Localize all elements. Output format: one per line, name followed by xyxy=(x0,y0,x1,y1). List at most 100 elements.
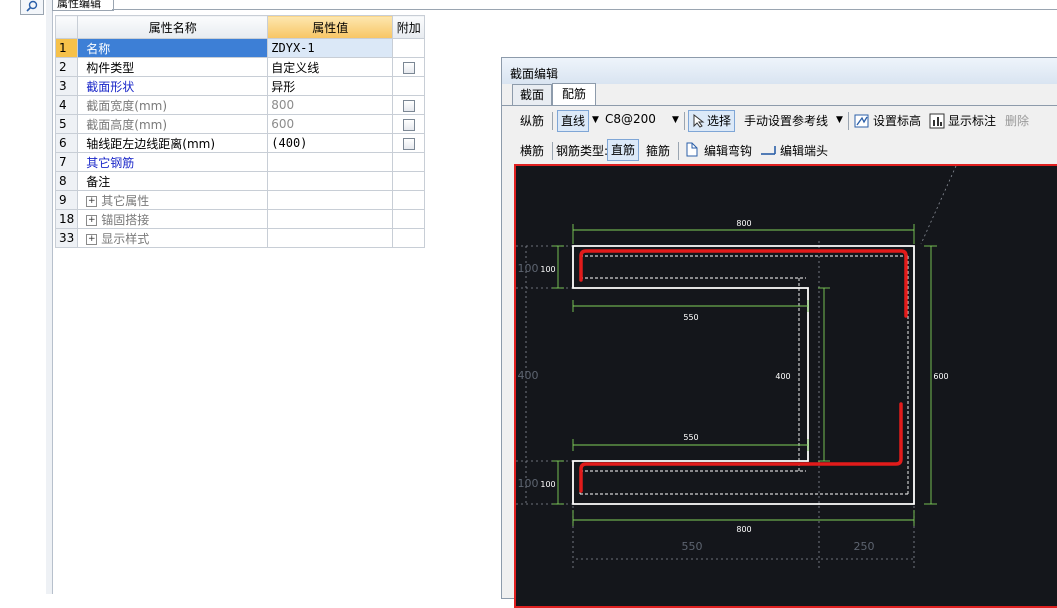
toolbar-rebar: 纵筋 直线 ▼ C8@200 ▼ 选择 手动设置参考线 ▼ 设置标高 显示标注 … xyxy=(506,108,1057,135)
extra-checkbox[interactable] xyxy=(402,137,415,150)
row-index: 4 xyxy=(54,95,79,115)
property-value[interactable]: 600 xyxy=(267,114,394,134)
section-editor-dialog: 截面编辑 截面 配筋 纵筋 直线 ▼ C8@200 ▼ 选择 手动设置参考线 ▼… xyxy=(501,57,1057,608)
property-value[interactable]: ZDYX-1 xyxy=(267,38,394,58)
property-name[interactable]: +显示样式 xyxy=(77,228,269,248)
extra-checkbox[interactable] xyxy=(402,61,415,74)
tab-property-editor[interactable]: 属性编辑 xyxy=(52,0,114,11)
ref-bottom-550: 550 xyxy=(682,540,703,553)
property-name[interactable]: 轴线距左边线距离(mm) xyxy=(77,133,269,153)
property-name[interactable]: 构件类型 xyxy=(77,57,269,77)
header-property-name: 属性名称 xyxy=(77,15,269,39)
property-name[interactable]: 名称 xyxy=(77,38,269,58)
splitter[interactable] xyxy=(46,0,53,594)
chevron-down-icon[interactable]: ▼ xyxy=(592,115,599,125)
stirrup-button[interactable]: 箍筋 xyxy=(646,144,671,158)
rebar-type-label: 钢筋类型: xyxy=(556,144,609,158)
rebar-spec-select[interactable]: C8@200 xyxy=(605,112,656,126)
longitudinal-rebar-button[interactable]: 纵筋 xyxy=(520,114,545,128)
dialog-title-bar[interactable]: 截面编辑 xyxy=(502,58,1057,84)
property-name[interactable]: +其它属性 xyxy=(77,190,269,210)
cursor-arrow-icon xyxy=(693,114,705,128)
tab-section[interactable]: 截面 xyxy=(512,84,552,105)
chevron-down-icon[interactable]: ▼ xyxy=(672,115,679,125)
dim-total-height: 600 xyxy=(933,372,948,381)
dim-bottom-width: 800 xyxy=(736,525,751,534)
edit-hook-icon xyxy=(686,142,698,157)
ref-left-100-top: 100 xyxy=(518,262,539,275)
property-name[interactable]: 截面宽度(mm) xyxy=(77,95,269,115)
row-index: 33 xyxy=(54,228,79,248)
tab-reinforcement[interactable]: 配筋 xyxy=(552,83,596,106)
property-name[interactable]: 其它钢筋 xyxy=(77,152,269,172)
expand-icon[interactable]: + xyxy=(86,233,98,245)
extra-cell xyxy=(392,57,426,77)
show-annotation-button[interactable]: 显示标注 xyxy=(948,114,997,128)
dim-top-width: 800 xyxy=(736,219,751,228)
dim-web-550-bottom: 550 xyxy=(683,433,698,442)
extra-checkbox[interactable] xyxy=(402,99,415,112)
search-button[interactable] xyxy=(20,0,44,15)
row-index: 7 xyxy=(54,152,79,172)
manual-reference-line-button[interactable]: 手动设置参考线 xyxy=(744,114,829,128)
property-value[interactable] xyxy=(267,152,394,172)
property-value[interactable] xyxy=(267,228,394,248)
expand-icon[interactable]: + xyxy=(86,214,98,226)
property-name[interactable]: +锚固搭接 xyxy=(77,209,269,229)
property-value[interactable]: 异形 xyxy=(267,76,394,96)
tab-property-editor-label: 属性编辑 xyxy=(57,0,101,10)
section-drawing-canvas[interactable]: 800 800 550 550 400 600 100 100 100 100 … xyxy=(514,164,1057,608)
rebar-guide-lines xyxy=(579,255,909,495)
row-index: 3 xyxy=(54,76,79,96)
tab-divider xyxy=(502,105,1057,106)
row-index: 5 xyxy=(54,114,79,134)
extra-cell xyxy=(392,38,426,58)
property-row[interactable]: 9+其它属性 xyxy=(54,190,426,210)
property-value[interactable] xyxy=(267,209,394,229)
expand-icon[interactable]: + xyxy=(86,195,98,207)
delete-button[interactable]: 删除 xyxy=(1005,114,1030,128)
extra-cell xyxy=(392,95,426,115)
property-value[interactable]: 自定义线 xyxy=(267,57,394,77)
edit-end-button[interactable]: 编辑端头 xyxy=(780,144,829,158)
select-button[interactable]: 选择 xyxy=(688,110,736,132)
property-row[interactable]: 18+锚固搭接 xyxy=(54,209,426,229)
dim-web-550-top: 550 xyxy=(683,313,698,322)
property-name[interactable]: 截面高度(mm) xyxy=(77,114,269,134)
edit-hook-button[interactable]: 编辑弯钩 xyxy=(704,144,753,158)
property-value[interactable] xyxy=(267,171,394,191)
toolbar-separator xyxy=(552,112,553,130)
property-name-label: 显示样式 xyxy=(101,231,150,246)
row-index: 2 xyxy=(54,57,79,77)
dim-flange-top: 100 xyxy=(540,265,555,274)
ref-left-100-bottom: 100 xyxy=(518,477,539,490)
property-value[interactable] xyxy=(267,190,394,210)
extra-checkbox[interactable] xyxy=(402,118,415,131)
line-mode-button[interactable]: 直线 xyxy=(557,110,590,132)
ref-left-400: 400 xyxy=(518,369,539,382)
property-name[interactable]: 截面形状 xyxy=(77,76,269,96)
straight-rebar-button[interactable]: 直筋 xyxy=(607,139,640,161)
property-row[interactable]: 33+显示样式 xyxy=(54,228,426,248)
toolbar-separator xyxy=(552,142,553,160)
property-table-header: 属性名称 属性值 附加 xyxy=(54,15,426,39)
extra-cell xyxy=(392,209,426,229)
chevron-down-icon[interactable]: ▼ xyxy=(836,115,843,125)
extra-cell xyxy=(392,133,426,153)
property-value[interactable]: 800 xyxy=(267,95,394,115)
header-extra: 附加 xyxy=(392,15,426,39)
extra-cell xyxy=(392,152,426,172)
row-index: 1 xyxy=(54,38,79,58)
set-elevation-button[interactable]: 设置标高 xyxy=(873,114,922,128)
property-name[interactable]: 备注 xyxy=(77,171,269,191)
property-value[interactable]: (400) xyxy=(267,133,394,153)
transverse-rebar-button[interactable]: 横筋 xyxy=(520,144,545,158)
